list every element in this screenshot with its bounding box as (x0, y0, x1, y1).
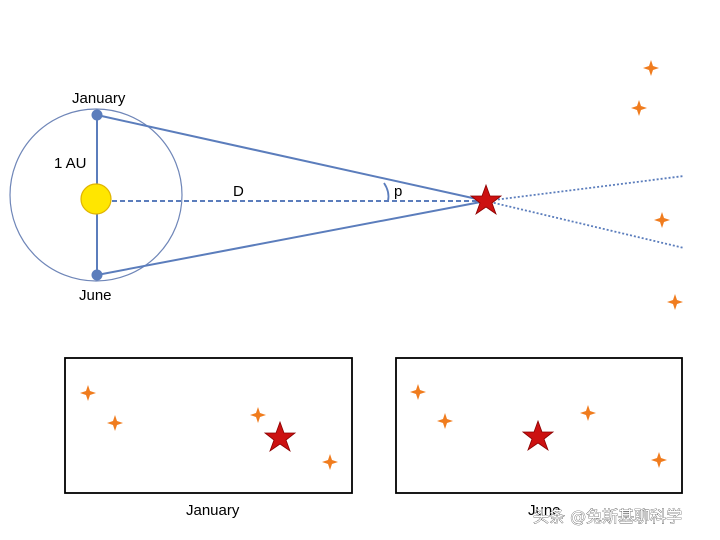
label-january-position: January (72, 90, 126, 107)
background-star (667, 294, 683, 310)
background-star (651, 452, 667, 468)
background-star (654, 212, 670, 228)
background-star (580, 405, 596, 421)
sun (80, 183, 112, 215)
watermark: 头条 @兔斯基聊科学 (533, 507, 682, 526)
target-star-january-view (263, 420, 297, 453)
sightline-june (96, 200, 487, 276)
background-star (322, 454, 338, 470)
label-one-au: 1 AU (54, 155, 87, 172)
sightline-january (96, 114, 487, 202)
label-june-position: June (79, 287, 112, 304)
label-distance: D (233, 183, 244, 200)
extension-line-upper (485, 175, 685, 202)
background-star (631, 100, 647, 116)
caption-june-panel: June (528, 502, 561, 519)
target-star (469, 183, 503, 216)
earth-january (91, 109, 103, 121)
extension-line-lower (485, 200, 685, 249)
background-star (643, 60, 659, 76)
earth-orbit (9, 108, 183, 282)
background-star (437, 413, 453, 429)
parallax-angle-arc (383, 182, 390, 202)
earth-june (91, 269, 103, 281)
january-view-panel (64, 357, 353, 494)
target-star-june-view (521, 419, 555, 452)
background-star (410, 384, 426, 400)
background-stars (631, 60, 683, 310)
background-star (250, 407, 266, 423)
background-star (107, 415, 123, 431)
june-view-panel (395, 357, 683, 494)
january-panel-stars (80, 385, 338, 470)
background-star (80, 385, 96, 401)
label-parallax-angle: p (394, 183, 402, 200)
june-panel-stars (410, 384, 667, 468)
caption-january-panel: January (186, 502, 240, 519)
